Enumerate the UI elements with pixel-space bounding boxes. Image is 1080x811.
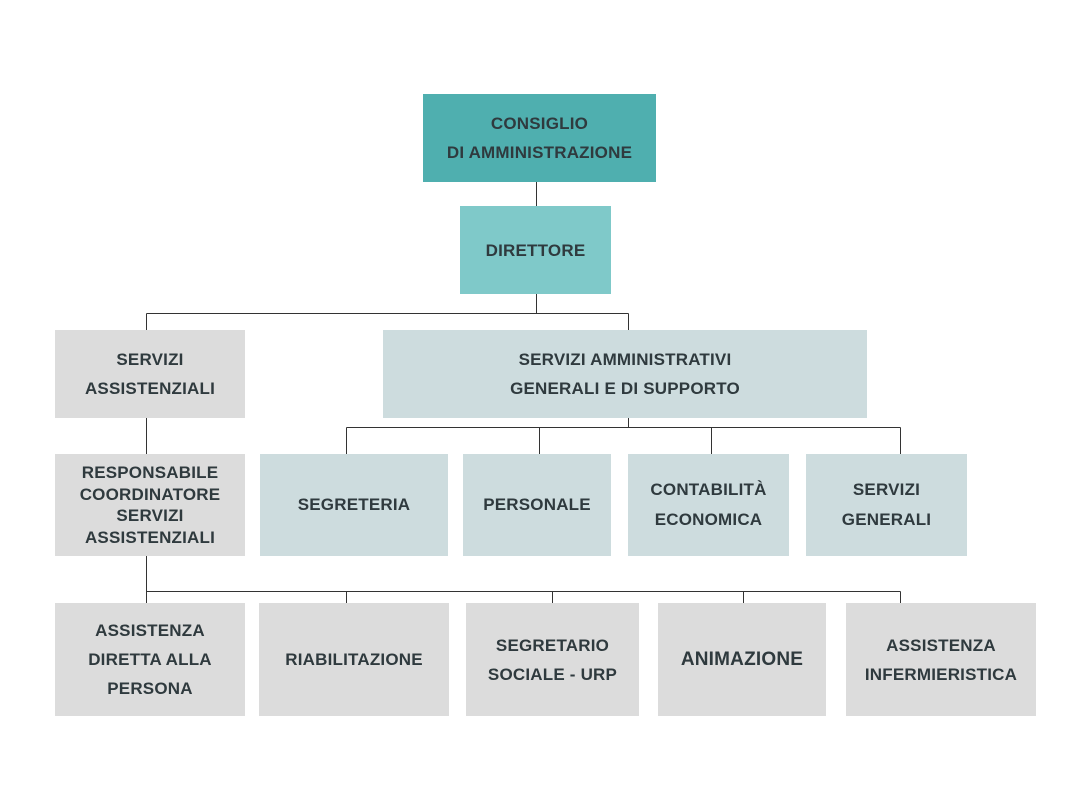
node-label-line: ASSISTENZA (886, 635, 996, 655)
node-label-line: PERSONA (107, 679, 193, 698)
node-servizi-assistenziali: SERVIZI ASSISTENZIALI (55, 330, 245, 418)
node-label-line: COORDINATORE (79, 484, 221, 504)
node-label-line: ECONOMICA (654, 510, 763, 529)
node-direttore: DIRETTORE (460, 206, 611, 294)
node-label-line: SOCIALE - URP (487, 664, 618, 684)
node-label-line: GENERALI (841, 510, 932, 529)
node-label-line: PERSONALE (483, 495, 591, 514)
node-riabilitazione: RIABILITAZIONE (259, 603, 449, 716)
node-consiglio-di-amministrazione: CONSIGLIO DI AMMINISTRAZIONE (423, 94, 656, 182)
node-segreteria: SEGRETERIA (260, 454, 448, 556)
node-label-line: RIABILITAZIONE (285, 650, 423, 669)
node-label-line: ASSISTENZIALI (84, 527, 216, 547)
node-label-line: CONSIGLIO (490, 114, 589, 133)
node-label-line: SEGRETERIA (297, 495, 411, 514)
node-label-line: SEGRETARIO (495, 635, 610, 655)
node-label-line: CONTABILITÀ (650, 480, 767, 499)
node-label-line: INFERMIERISTICA (864, 664, 1018, 684)
node-label-line: ASSISTENZIALI (84, 379, 216, 398)
node-label-line: GENERALI E DI SUPPORTO (510, 379, 740, 398)
node-label-line: ANIMAZIONE (680, 649, 804, 670)
node-label-line: DI AMMINISTRAZIONE (446, 143, 633, 162)
node-contabilita-economica: CONTABILITÀ ECONOMICA (628, 454, 789, 556)
node-label-line: DIRETTA ALLA (88, 650, 212, 669)
node-label-line: SERVIZI (116, 506, 184, 525)
node-label-line: SERVIZI AMMINISTRATIVI (518, 350, 732, 369)
node-servizi-amministrativi: SERVIZI AMMINISTRATIVI GENERALI E DI SUP… (383, 330, 867, 418)
node-label-line: DIRETTORE (485, 240, 586, 260)
node-assistenza-infermieristica: ASSISTENZA INFERMIERISTICA (846, 603, 1036, 716)
node-label-line: SERVIZI (116, 350, 184, 369)
node-segretario-sociale-urp: SEGRETARIO SOCIALE - URP (466, 603, 639, 716)
node-label-line: RESPONSABILE (81, 463, 219, 482)
node-animazione: ANIMAZIONE (658, 603, 826, 716)
node-label-line: ASSISTENZA (95, 621, 205, 640)
node-assistenza-diretta-alla-persona: ASSISTENZA DIRETTA ALLA PERSONA (55, 603, 245, 716)
node-personale: PERSONALE (463, 454, 611, 556)
node-responsabile-coordinatore: RESPONSABILE COORDINATORE SERVIZI ASSIST… (55, 454, 245, 556)
node-label-line: SERVIZI (852, 480, 921, 499)
node-servizi-generali: SERVIZI GENERALI (806, 454, 967, 556)
